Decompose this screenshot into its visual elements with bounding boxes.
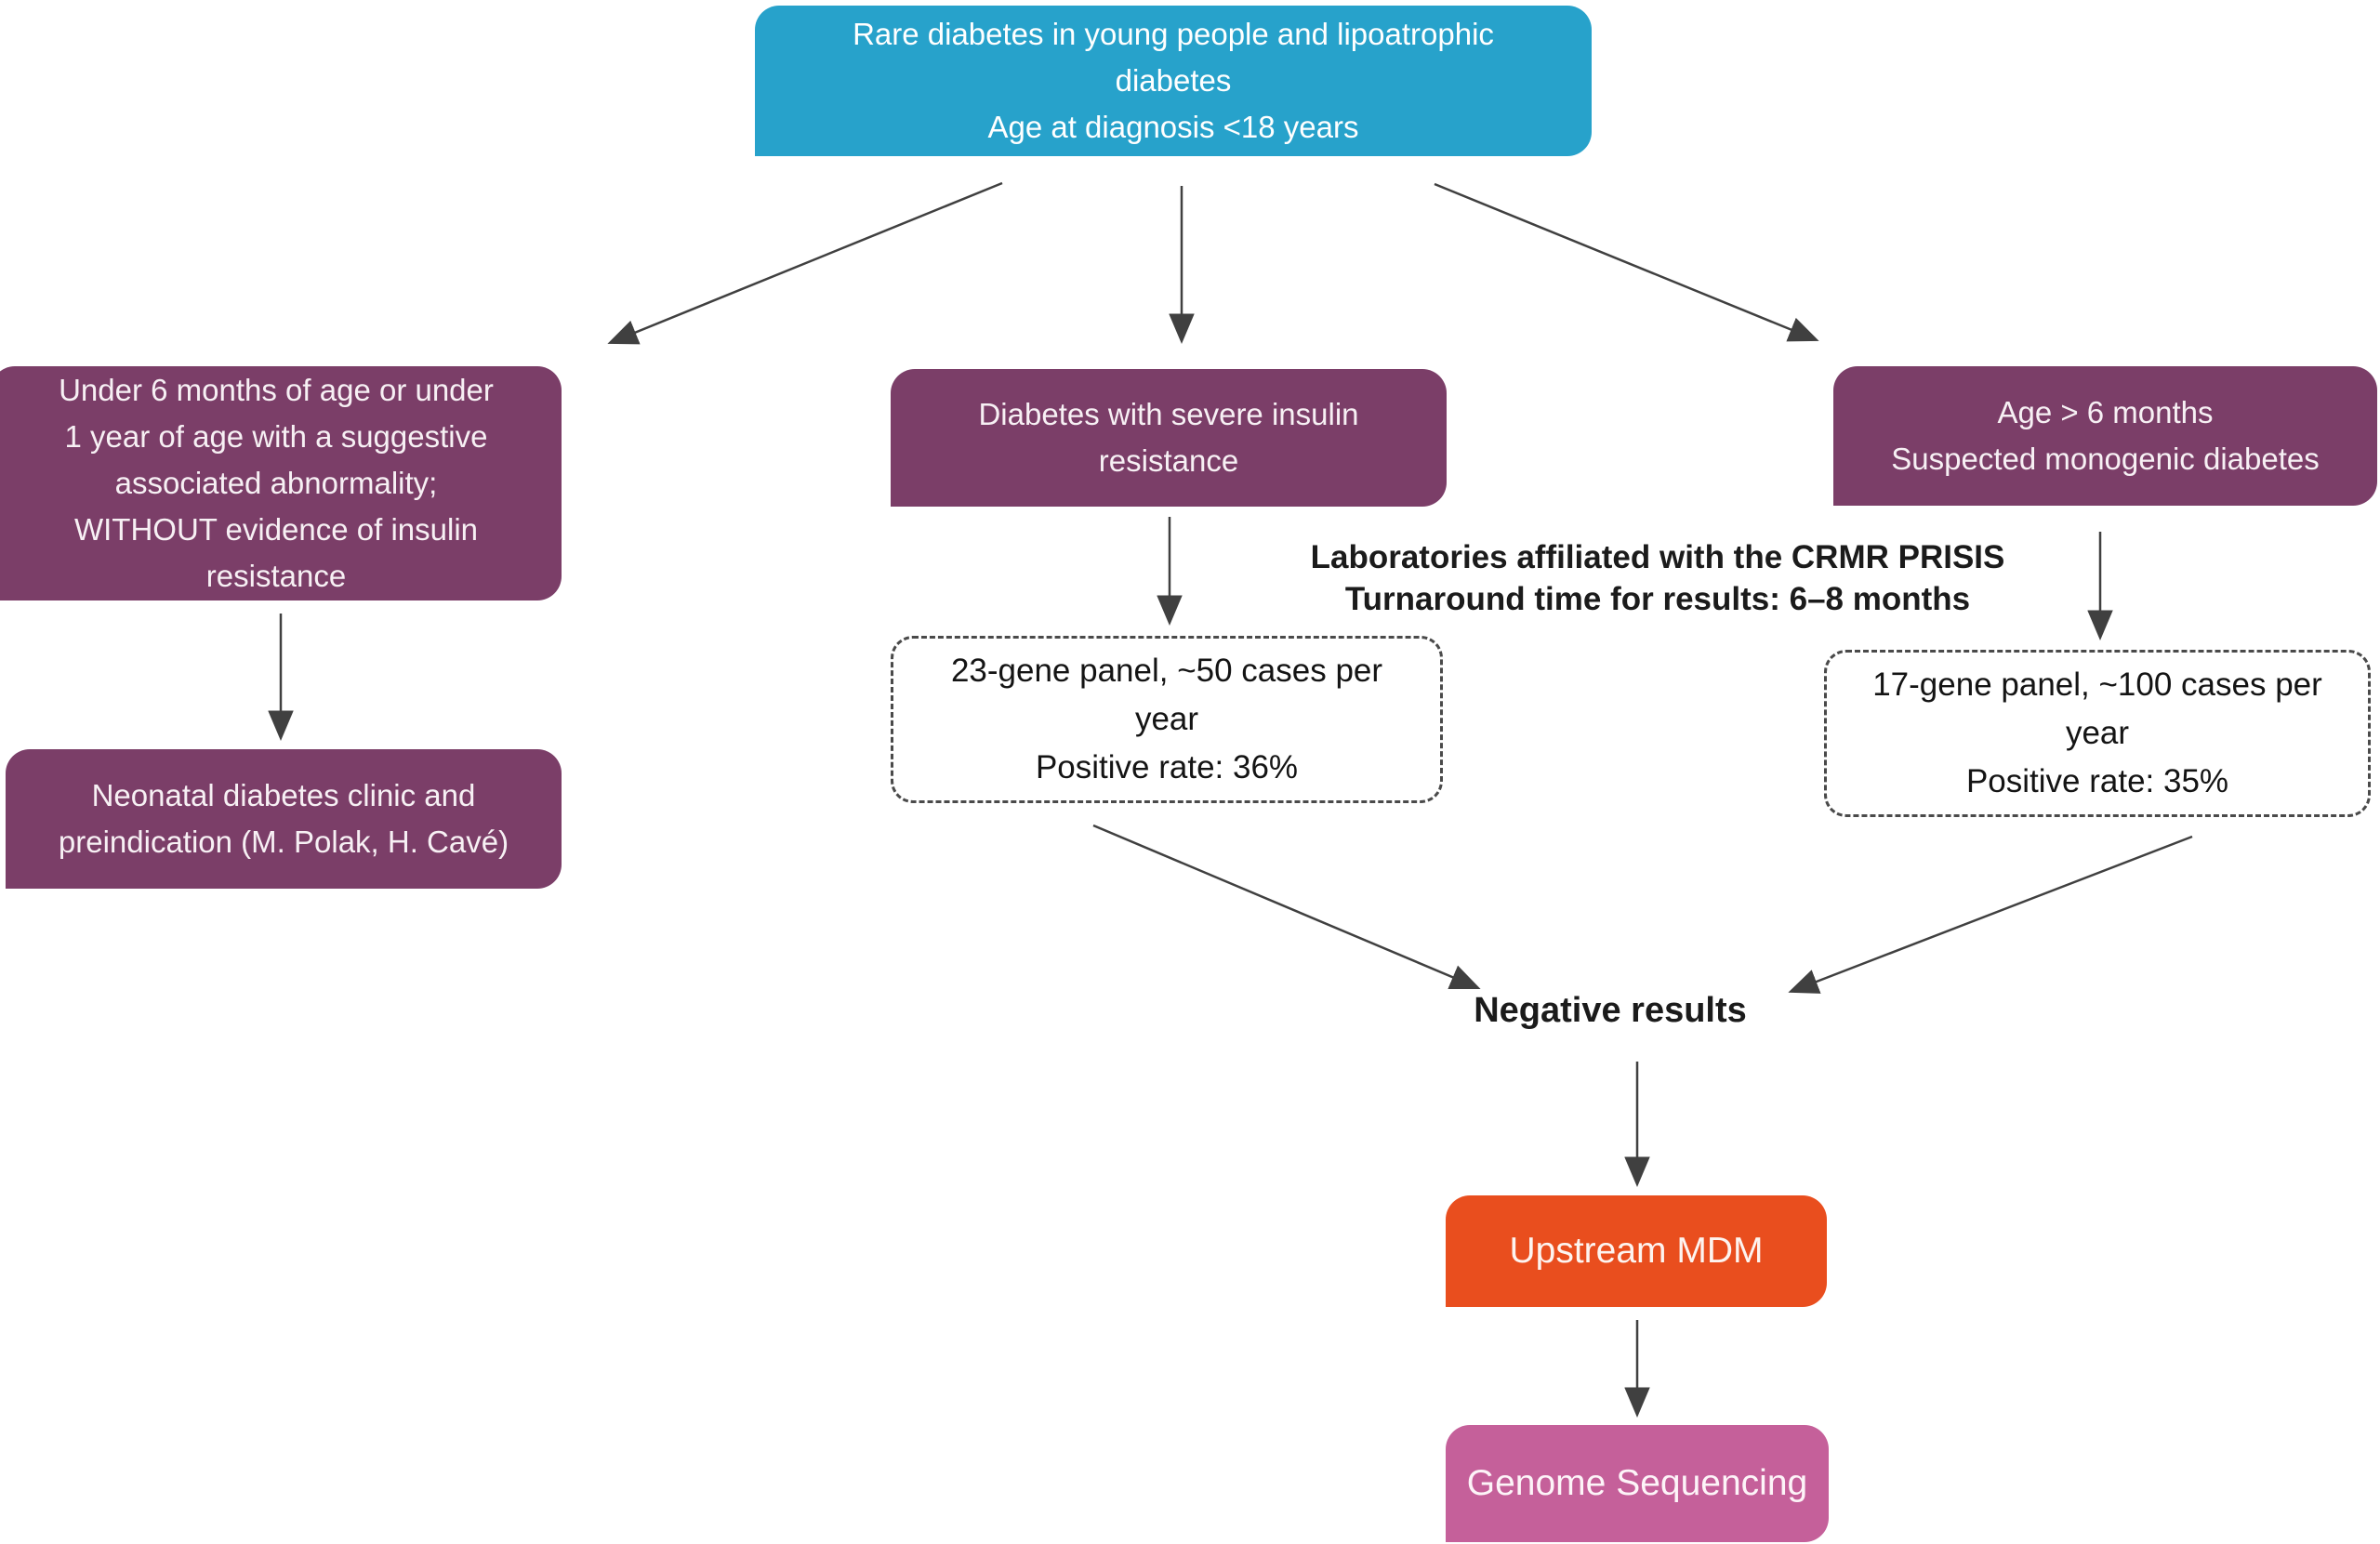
neonatal-clinic-box: Neonatal diabetes clinic and preindicati… bbox=[6, 749, 562, 889]
right-branch-box-age-over-6-months: Age > 6 months Suspected monogenic diabe… bbox=[1833, 366, 2377, 506]
middle-branch-box-insulin-resistance: Diabetes with severe insulin resistance bbox=[891, 369, 1447, 507]
upstream-mdm-text: Upstream MDM bbox=[1509, 1231, 1764, 1271]
panel-23-gene-text: 23-gene panel, ~50 cases per year Positi… bbox=[950, 653, 1383, 785]
arrow-panel17-to-negative bbox=[1788, 835, 2193, 994]
root-box-rare-diabetes: Rare diabetes in young people and lipoat… bbox=[755, 6, 1592, 156]
right-branch-text: Age > 6 months Suspected monogenic diabe… bbox=[1891, 395, 2320, 476]
left-branch-text: Under 6 months of age or under 1 year of… bbox=[59, 373, 494, 593]
genome-sequencing-text: Genome Sequencing bbox=[1466, 1463, 1808, 1503]
left-branch-box-under-6-months: Under 6 months of age or under 1 year of… bbox=[0, 366, 562, 600]
genome-sequencing-box: Genome Sequencing bbox=[1446, 1425, 1829, 1542]
lab-note-text: Laboratories affiliated with the CRMR PR… bbox=[1310, 539, 2005, 617]
panel-17-gene-box: 17-gene panel, ~100 cases per year Posit… bbox=[1824, 650, 2371, 817]
arrow-panel23-to-negative bbox=[1092, 824, 1481, 989]
middle-branch-text: Diabetes with severe insulin resistance bbox=[978, 397, 1359, 478]
lab-note-label: Laboratories affiliated with the CRMR PR… bbox=[1300, 536, 2016, 620]
negative-results-label: Negative results bbox=[1424, 991, 1796, 1030]
root-box-text: Rare diabetes in young people and lipoat… bbox=[853, 17, 1494, 144]
upstream-mdm-box: Upstream MDM bbox=[1446, 1195, 1827, 1307]
panel-17-gene-text: 17-gene panel, ~100 cases per year Posit… bbox=[1872, 666, 2322, 799]
negative-results-text: Negative results bbox=[1474, 991, 1747, 1030]
arrow-root-to-left-branch bbox=[607, 181, 1003, 345]
neonatal-clinic-text: Neonatal diabetes clinic and preindicati… bbox=[58, 778, 509, 859]
arrow-root-to-right-branch bbox=[1434, 182, 1819, 342]
panel-23-gene-box: 23-gene panel, ~50 cases per year Positi… bbox=[891, 636, 1443, 803]
